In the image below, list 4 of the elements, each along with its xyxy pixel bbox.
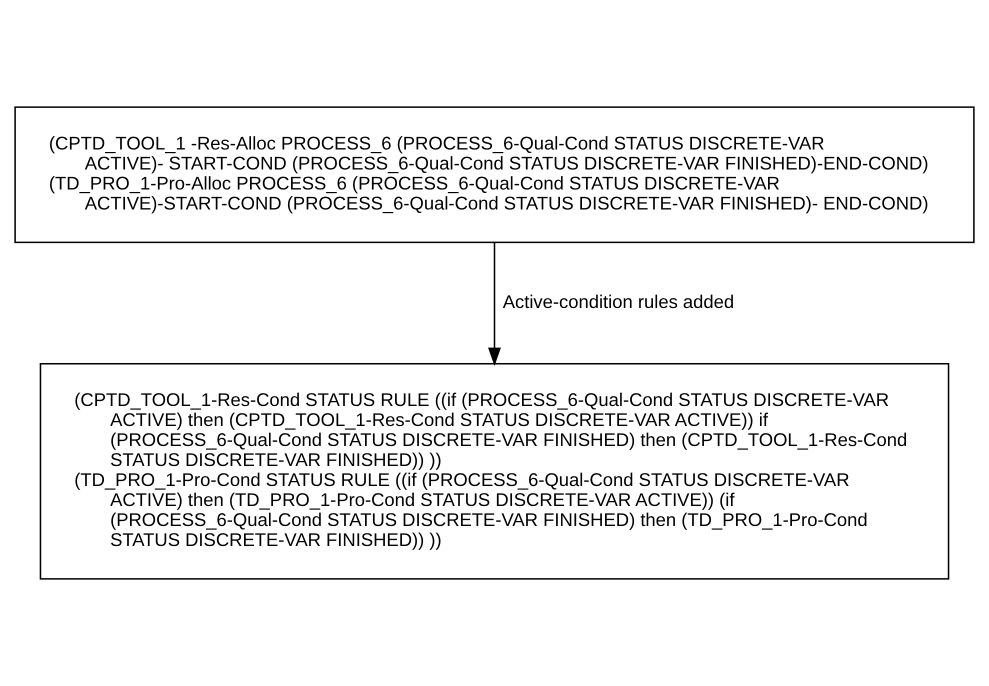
node-box: (CPTD_TOOL_1 -Res-Alloc PROCESS_6 (PROCESS_6-Qual-Cond STATUS DISCRETE-VAR ACTIVE)- START-COND (PROCESS_6-Qual-Cond STATUS DISCRETE-VAR FINISHED)-END-COND) (TD_PRO_1-Pro-Alloc PROCESS_6 (PROCESS_6-Qual-Cond STATUS DISCRETE-VAR ACTIVE)-START-COND (PROCESS_6-Qual-Cond STATUS DISCRETE-VAR FINISHED)- END-COND) [14,106,975,244]
edge-label: Active-condition rules added [502,290,734,312]
node-box: (CPTD_TOOL_1-Res-Cond STATUS RULE ((if (PROCESS_6-Qual-Cond STATUS DISCRETE-VAR ACTIVE) then (CPTD_TOOL_1-Res-Cond STATUS DISCRETE-VAR ACTIVE)) if (PROCESS_6-Qual-Cond STATUS DISCRETE-VAR FINISHED) then (CPTD_TOOL_1-Res-Cond STATUS DISCRETE-VAR FINISHED)) )) (TD_PRO_1-Pro-Cond STATUS RULE ((if (PROCESS_6-Qual-Cond STATUS DISCRETE-VAR ACTIVE) then (TD_PRO_1-Pro-Cond STATUS DISCRETE-VAR ACTIVE)) (if (PROCESS_6-Qual-Cond STATUS DISCRETE-VAR FINISHED) then (TD_PRO_1-Pro-Cond STATUS DISCRETE-VAR FINISHED)) )) [40,362,950,580]
arrow [488,242,501,366]
